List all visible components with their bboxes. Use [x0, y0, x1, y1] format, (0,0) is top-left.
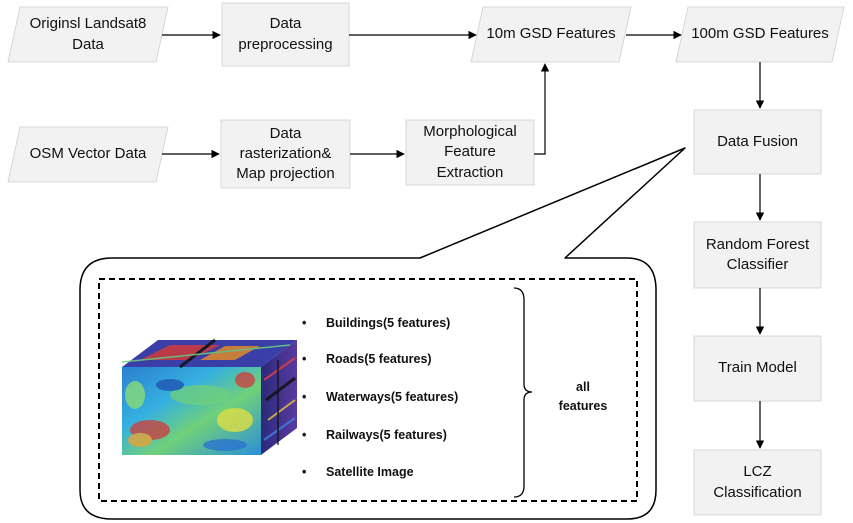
landsat-data-label: Originsl Landsat8 Data	[29, 15, 147, 53]
bullet-icon: •	[302, 465, 307, 479]
feature-cube-icon	[121, 338, 297, 455]
lcz-classification-node	[693, 449, 822, 516]
preprocessing-label: Data preprocessing	[238, 15, 333, 53]
bullet-icon: •	[302, 352, 307, 366]
morphological-node	[405, 119, 535, 186]
train-model-node	[693, 335, 822, 402]
rasterization-label: Data rasterization& Map projection	[236, 124, 335, 183]
feature-item-label: Satellite Image	[326, 465, 414, 479]
features-brace	[513, 287, 533, 498]
features-10m-label: 10m GSD Features	[486, 25, 616, 43]
callout-bubble	[79, 147, 686, 520]
data-fusion-node	[693, 109, 822, 175]
feature-item-satellite-image: • Satellite Image	[302, 465, 414, 479]
preprocessing-node	[221, 2, 350, 67]
all-features-label: all features	[558, 380, 608, 414]
feature-item-waterways: • Waterways(5 features)	[302, 390, 458, 404]
bullet-icon: •	[302, 428, 307, 442]
features-100m-node	[675, 6, 845, 63]
feature-item-label: Railways(5 features)	[326, 428, 447, 442]
random-forest-node	[693, 221, 822, 289]
random-forest-label: Random Forest Classifier	[705, 235, 810, 273]
features-100m-label: 100m GSD Features	[691, 25, 829, 43]
rasterization-node	[220, 119, 351, 189]
bullet-icon: •	[302, 390, 307, 404]
feature-item-roads: • Roads(5 features)	[302, 352, 432, 366]
feature-item-label: Waterways(5 features)	[326, 390, 459, 404]
features-10m-node	[470, 6, 632, 63]
feature-item-label: Roads(5 features)	[326, 352, 432, 366]
feature-item-buildings: • Buildings(5 features)	[302, 316, 450, 330]
data-fusion-label: Data Fusion	[717, 132, 798, 150]
osm-vector-data-node	[7, 126, 169, 183]
train-model-label: Train Model	[718, 359, 797, 377]
feature-item-label: Buildings(5 features)	[326, 316, 451, 330]
bullet-icon: •	[302, 316, 307, 330]
osm-vector-data-label: OSM Vector Data	[29, 145, 147, 163]
arrow-morphological-to-10m	[534, 63, 550, 155]
feature-item-railways: • Railways(5 features)	[302, 428, 447, 442]
morphological-label: Morphological Feature Extraction	[423, 123, 517, 181]
landsat-data-node	[7, 6, 169, 63]
lcz-classification-label: LCZ Classification	[713, 463, 802, 501]
